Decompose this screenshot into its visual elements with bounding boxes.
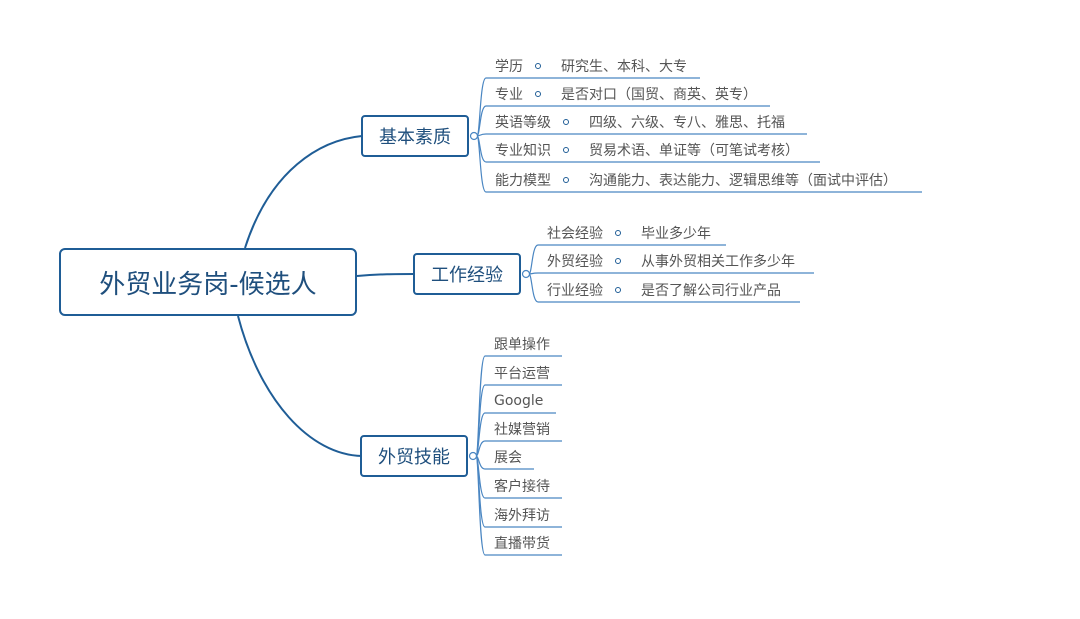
circle-icon [535, 63, 541, 69]
circle-icon [563, 177, 569, 183]
leaf-key: 直播带货 [494, 536, 550, 552]
circle-icon [563, 119, 569, 125]
basic-leaf-lines [469, 77, 922, 193]
leaf-key: 平台运营 [494, 366, 550, 382]
leaf-value: 沟通能力、表达能力、逻辑思维等（面试中评估） [589, 173, 897, 189]
leaf-key: Google [494, 393, 544, 409]
leaf-education[interactable]: 学历 研究生、本科、大专 [495, 52, 687, 80]
leaf-value: 毕业多少年 [641, 226, 711, 242]
leaf-overseas-visit[interactable]: 海外拜访 [494, 501, 562, 529]
circle-icon [615, 230, 621, 236]
leaf-key: 外贸经验 [547, 254, 603, 270]
root-to-skill-curve [237, 315, 363, 457]
circle-icon [535, 91, 541, 97]
leaf-key: 跟单操作 [494, 337, 550, 353]
skill-leaf-lines [468, 355, 562, 556]
leaf-social-experience[interactable]: 社会经验 毕业多少年 [547, 219, 711, 247]
leaf-key: 客户接待 [494, 479, 550, 495]
leaf-trade-experience[interactable]: 外贸经验 从事外贸相关工作多少年 [547, 247, 795, 275]
leaf-value: 是否对口（国贸、商英、英专） [561, 87, 757, 103]
leaf-industry-experience[interactable]: 行业经验 是否了解公司行业产品 [547, 276, 781, 304]
branch-label: 基本素质 [379, 127, 451, 148]
leaf-key: 专业知识 [495, 143, 551, 159]
leaf-key: 社会经验 [547, 226, 603, 242]
leaf-professional-knowledge[interactable]: 专业知识 贸易术语、单证等（可笔试考核） [495, 136, 799, 164]
branch-label: 外贸技能 [378, 447, 450, 468]
leaf-value: 贸易术语、单证等（可笔试考核） [589, 143, 799, 159]
circle-icon [615, 258, 621, 264]
branch-label: 工作经验 [431, 265, 503, 286]
circle-icon [615, 287, 621, 293]
leaf-key: 行业经验 [547, 283, 603, 299]
leaf-platform-operation[interactable]: 平台运营 [494, 359, 562, 387]
leaf-value: 研究生、本科、大专 [561, 59, 687, 75]
branch-basic-qualities[interactable]: 基本素质 [361, 115, 469, 157]
leaf-social-media-marketing[interactable]: 社媒营销 [494, 415, 562, 443]
root-node[interactable]: 外贸业务岗-候选人 [59, 248, 357, 316]
leaf-key: 英语等级 [495, 115, 551, 131]
root-label: 外贸业务岗-候选人 [99, 269, 317, 300]
leaf-key: 展会 [494, 450, 522, 466]
leaf-ability-model[interactable]: 能力模型 沟通能力、表达能力、逻辑思维等（面试中评估） [495, 166, 897, 194]
circle-icon [563, 147, 569, 153]
branch-work-experience[interactable]: 工作经验 [413, 253, 521, 295]
leaf-key: 专业 [495, 87, 523, 103]
leaf-key: 社媒营销 [494, 422, 550, 438]
leaf-key: 学历 [495, 59, 523, 75]
work-leaf-lines [521, 244, 814, 303]
leaf-live-selling[interactable]: 直播带货 [494, 529, 562, 557]
leaf-value: 从事外贸相关工作多少年 [641, 254, 795, 270]
leaf-english-level[interactable]: 英语等级 四级、六级、专八、雅思、托福 [495, 108, 785, 136]
leaf-key: 能力模型 [495, 173, 551, 189]
leaf-key: 海外拜访 [494, 508, 550, 524]
leaf-value: 四级、六级、专八、雅思、托福 [589, 115, 785, 131]
branch-trade-skills[interactable]: 外贸技能 [360, 435, 468, 477]
leaf-value: 是否了解公司行业产品 [641, 283, 781, 299]
leaf-customer-reception[interactable]: 客户接待 [494, 472, 562, 500]
root-to-work-curve [356, 273, 415, 277]
root-to-basic-curve [244, 135, 363, 249]
leaf-major[interactable]: 专业 是否对口（国贸、商英、英专） [495, 80, 757, 108]
leaf-google[interactable]: Google [494, 387, 555, 415]
leaf-order-tracking[interactable]: 跟单操作 [494, 330, 562, 358]
leaf-exhibition[interactable]: 展会 [494, 443, 534, 471]
